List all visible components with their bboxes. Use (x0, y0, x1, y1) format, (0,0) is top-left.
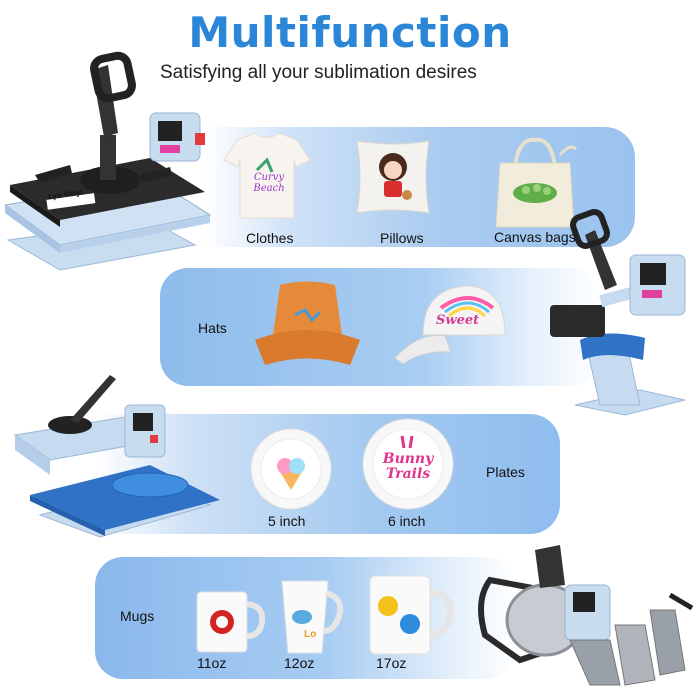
svg-text:Lo: Lo (304, 629, 316, 640)
item-label-11oz: 11oz (197, 655, 227, 671)
page-subtitle: Satisfying all your sublimation desires (160, 62, 477, 83)
bucket-hat-image (255, 281, 360, 365)
mug-heat-press-machine (478, 545, 694, 686)
category-label-plates: Plates (486, 464, 525, 480)
item-label-17oz: 17oz (376, 655, 407, 671)
item-label-clothes: Clothes (246, 230, 294, 246)
tshirt-image (223, 132, 311, 219)
mug-11oz-image (196, 591, 266, 653)
item-label-5inch: 5 inch (268, 513, 306, 529)
item-label-12oz: 12oz (284, 655, 315, 671)
tshirt-print-text: Curvy Beach (253, 172, 285, 194)
item-label-canvas-bags: Canvas bags (494, 229, 576, 245)
plate-5inch-image (250, 428, 332, 510)
baseball-cap-image (394, 285, 506, 365)
mug-17oz-image (369, 575, 454, 655)
flat-heat-press-machine (3, 51, 212, 271)
category-label-hats: Hats (198, 320, 227, 336)
page-title: Multifunction (188, 8, 512, 57)
cap-print-text: Sweet (436, 313, 480, 328)
plate-6inch-image (362, 418, 454, 510)
category-label-mugs: Mugs (120, 608, 155, 624)
cap-heat-press-machine (550, 209, 686, 416)
pillow-image (356, 140, 430, 214)
item-label-pillows: Pillows (380, 230, 424, 246)
row-band-hats (160, 268, 600, 386)
plate-heat-press-machine (13, 375, 220, 538)
plate-print-text: Bunny Trails (382, 451, 434, 482)
item-label-6inch: 6 inch (388, 513, 426, 529)
mug-12oz-image: Lo (281, 580, 344, 654)
